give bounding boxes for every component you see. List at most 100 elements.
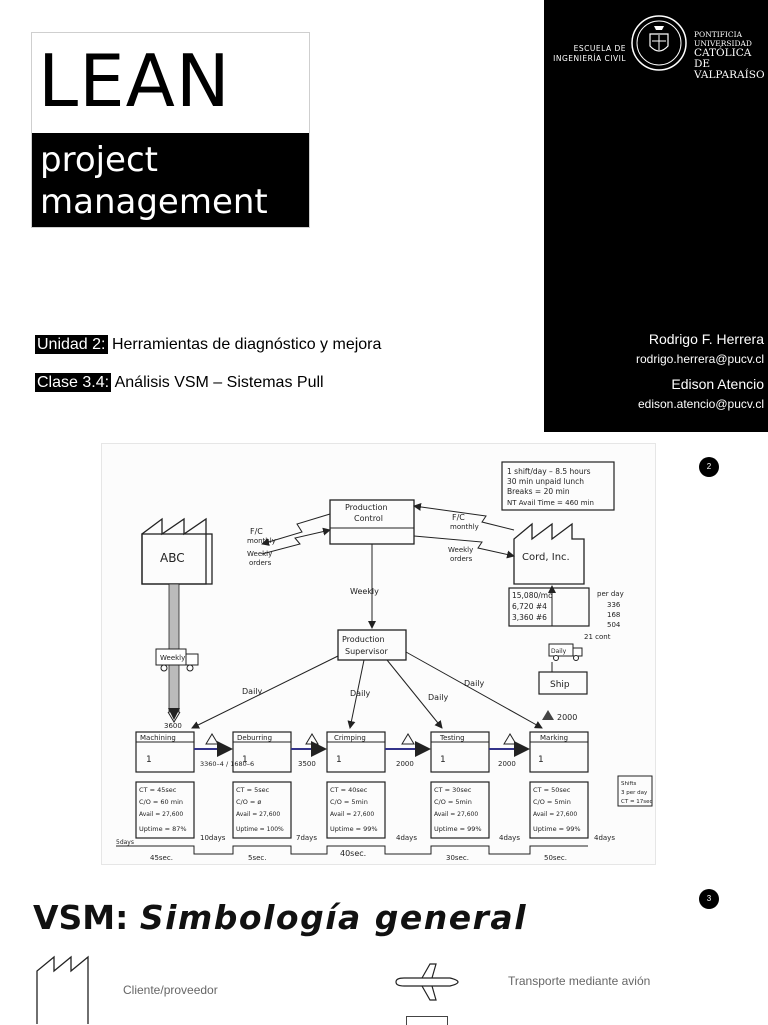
svg-text:4days: 4days [594, 834, 615, 842]
svg-text:Daily: Daily [464, 679, 485, 688]
svg-text:2000: 2000 [396, 760, 414, 768]
slide-title: VSM: Simbología general [33, 898, 528, 937]
svg-text:Supervisor: Supervisor [345, 647, 388, 656]
svg-text:Daily: Daily [428, 693, 449, 702]
university-name: PONTIFICIA UNIVERSIDAD CATÓLICA DE VALPA… [694, 30, 765, 81]
svg-text:4days: 4days [396, 834, 417, 842]
svg-text:F/C: F/C [250, 527, 263, 536]
svg-text:2000: 2000 [498, 760, 516, 768]
legend-air-transport: Transporte mediante avión [508, 974, 651, 988]
customer-label: Cord, Inc. [522, 552, 570, 563]
daily-truck-icon [548, 643, 583, 661]
author-2-name: Edison Atencio [671, 376, 764, 392]
author-1-name: Rodrigo F. Herrera [648, 331, 764, 347]
svg-text:30sec.: 30sec. [446, 854, 469, 862]
process-marking: Marking 1 CT = 50sec C/O = 5min Avail = … [529, 731, 589, 839]
shift-note-box [617, 775, 653, 807]
svg-text:40sec.: 40sec. [340, 849, 366, 858]
svg-text:3,360 #6: 3,360 #6 [512, 613, 547, 622]
factory-icon [36, 955, 89, 1024]
svg-text:orders: orders [249, 559, 272, 567]
svg-text:Daily: Daily [350, 689, 371, 698]
page-number-badge: 3 [699, 889, 719, 909]
svg-text:1: 1 [336, 755, 342, 765]
logo-main-text: LEAN [38, 39, 231, 123]
svg-text:CT = 50sec: CT = 50sec [533, 786, 571, 794]
supplier-label: ABC [160, 551, 185, 565]
svg-text:CT = 17sec: CT = 17sec [621, 799, 653, 805]
svg-text:monthly: monthly [450, 523, 479, 531]
svg-text:10days: 10days [200, 834, 226, 842]
svg-text:CT = 5sec: CT = 5sec [236, 786, 270, 794]
svg-text:Uptime = 99%: Uptime = 99% [434, 825, 482, 833]
svg-text:C/O = 60 min: C/O = 60 min [139, 798, 183, 806]
svg-text:Avail = 27,600: Avail = 27,600 [330, 811, 374, 818]
svg-text:Marking: Marking [540, 734, 568, 742]
page-number-badge: 2 [699, 457, 719, 477]
unit-tag: Unidad 2: [35, 335, 108, 354]
svg-text:6,720 #4: 6,720 #4 [512, 602, 547, 611]
university-seal-icon [631, 15, 687, 71]
svg-text:Breaks = 20 min: Breaks = 20 min [507, 487, 570, 496]
svg-text:50sec.: 50sec. [544, 854, 567, 862]
svg-text:Deburring: Deburring [237, 734, 272, 742]
svg-text:C/O = 5min: C/O = 5min [434, 798, 472, 806]
svg-text:504: 504 [607, 621, 621, 629]
svg-text:3 per day: 3 per day [621, 790, 648, 796]
svg-text:1: 1 [538, 755, 544, 765]
author-2-email[interactable]: edison.atencio@pucv.cl [637, 397, 764, 411]
svg-text:5sec.: 5sec. [248, 854, 266, 862]
logo-sub-line-2: management [40, 182, 268, 222]
svg-text:7days: 7days [296, 834, 317, 842]
svg-text:NT Avail Time = 460 min: NT Avail Time = 460 min [507, 499, 594, 507]
svg-text:2000: 2000 [557, 713, 577, 722]
svg-text:Daily: Daily [242, 687, 263, 696]
svg-text:CT = 45sec: CT = 45sec [139, 786, 177, 794]
weekly-truck-icon [155, 648, 199, 672]
title-slide: LEAN project management Unidad 2: Herram… [0, 0, 768, 432]
svg-text:4days: 4days [499, 834, 520, 842]
svg-text:Uptime = 99%: Uptime = 99% [533, 825, 581, 833]
author-panel: ESCUELA DE INGENIERÍA CIVIL PONTIFICIA U… [544, 0, 768, 432]
svg-text:21 cont: 21 cont [584, 633, 611, 641]
unit-line: Unidad 2: Herramientas de diagnóstico y … [35, 335, 382, 354]
svg-text:Weekly: Weekly [350, 587, 379, 596]
svg-text:Uptime = 87%: Uptime = 87% [139, 825, 187, 833]
unit-text: Herramientas de diagnóstico y mejora [107, 336, 382, 353]
vsm-sketch: ABC Cord, Inc. 1 shift/day – 8.5 hours 3… [116, 461, 653, 862]
svg-text:monthly: monthly [247, 537, 276, 545]
svg-text:15,080/mo: 15,080/mo [512, 591, 553, 600]
lead-time-ladder [116, 845, 588, 855]
svg-text:Control: Control [354, 514, 383, 523]
svg-text:Uptime = 99%: Uptime = 99% [330, 825, 378, 833]
school-name: ESCUELA DE INGENIERÍA CIVIL [553, 44, 626, 63]
process-crimping: Crimping 1 CT = 40sec C/O = 5min Avail =… [326, 731, 386, 839]
svg-text:Ship: Ship [550, 680, 570, 690]
svg-text:orders: orders [450, 555, 473, 563]
svg-text:Production: Production [342, 635, 385, 644]
svg-text:Uptime = 100%: Uptime = 100% [236, 826, 284, 833]
svg-text:C/O = 5min: C/O = 5min [330, 798, 368, 806]
class-tag: Clase 3.4: [35, 373, 112, 392]
svg-text:C/O = ø: C/O = ø [236, 798, 261, 806]
process-deburring: Deburring 1 CT = 5sec C/O = ø Avail = 27… [232, 731, 292, 839]
svg-text:168: 168 [607, 611, 620, 619]
logo-subtitle-block: project management [32, 133, 309, 227]
svg-text:Testing: Testing [439, 734, 465, 742]
svg-text:5days: 5days [116, 839, 134, 846]
svg-text:Avail = 27,600: Avail = 27,600 [434, 811, 478, 818]
lean-logo: LEAN project management [31, 32, 310, 228]
svg-text:3500: 3500 [298, 760, 316, 768]
svg-text:Crimping: Crimping [334, 734, 366, 742]
table-symbol-icon [406, 1016, 448, 1025]
svg-text:336: 336 [607, 601, 621, 609]
author-1-email[interactable]: rodrigo.herrera@pucv.cl [635, 352, 764, 366]
logo-sub-line-1: project [40, 140, 159, 180]
svg-text:per day: per day [597, 590, 624, 598]
svg-text:45sec.: 45sec. [150, 854, 173, 862]
ship-box [538, 671, 588, 695]
svg-text:3600: 3600 [164, 722, 182, 730]
svg-text:Daily: Daily [551, 648, 567, 655]
svg-text:Machining: Machining [140, 734, 176, 742]
legend-customer-supplier: Cliente/proveedor [123, 983, 218, 997]
